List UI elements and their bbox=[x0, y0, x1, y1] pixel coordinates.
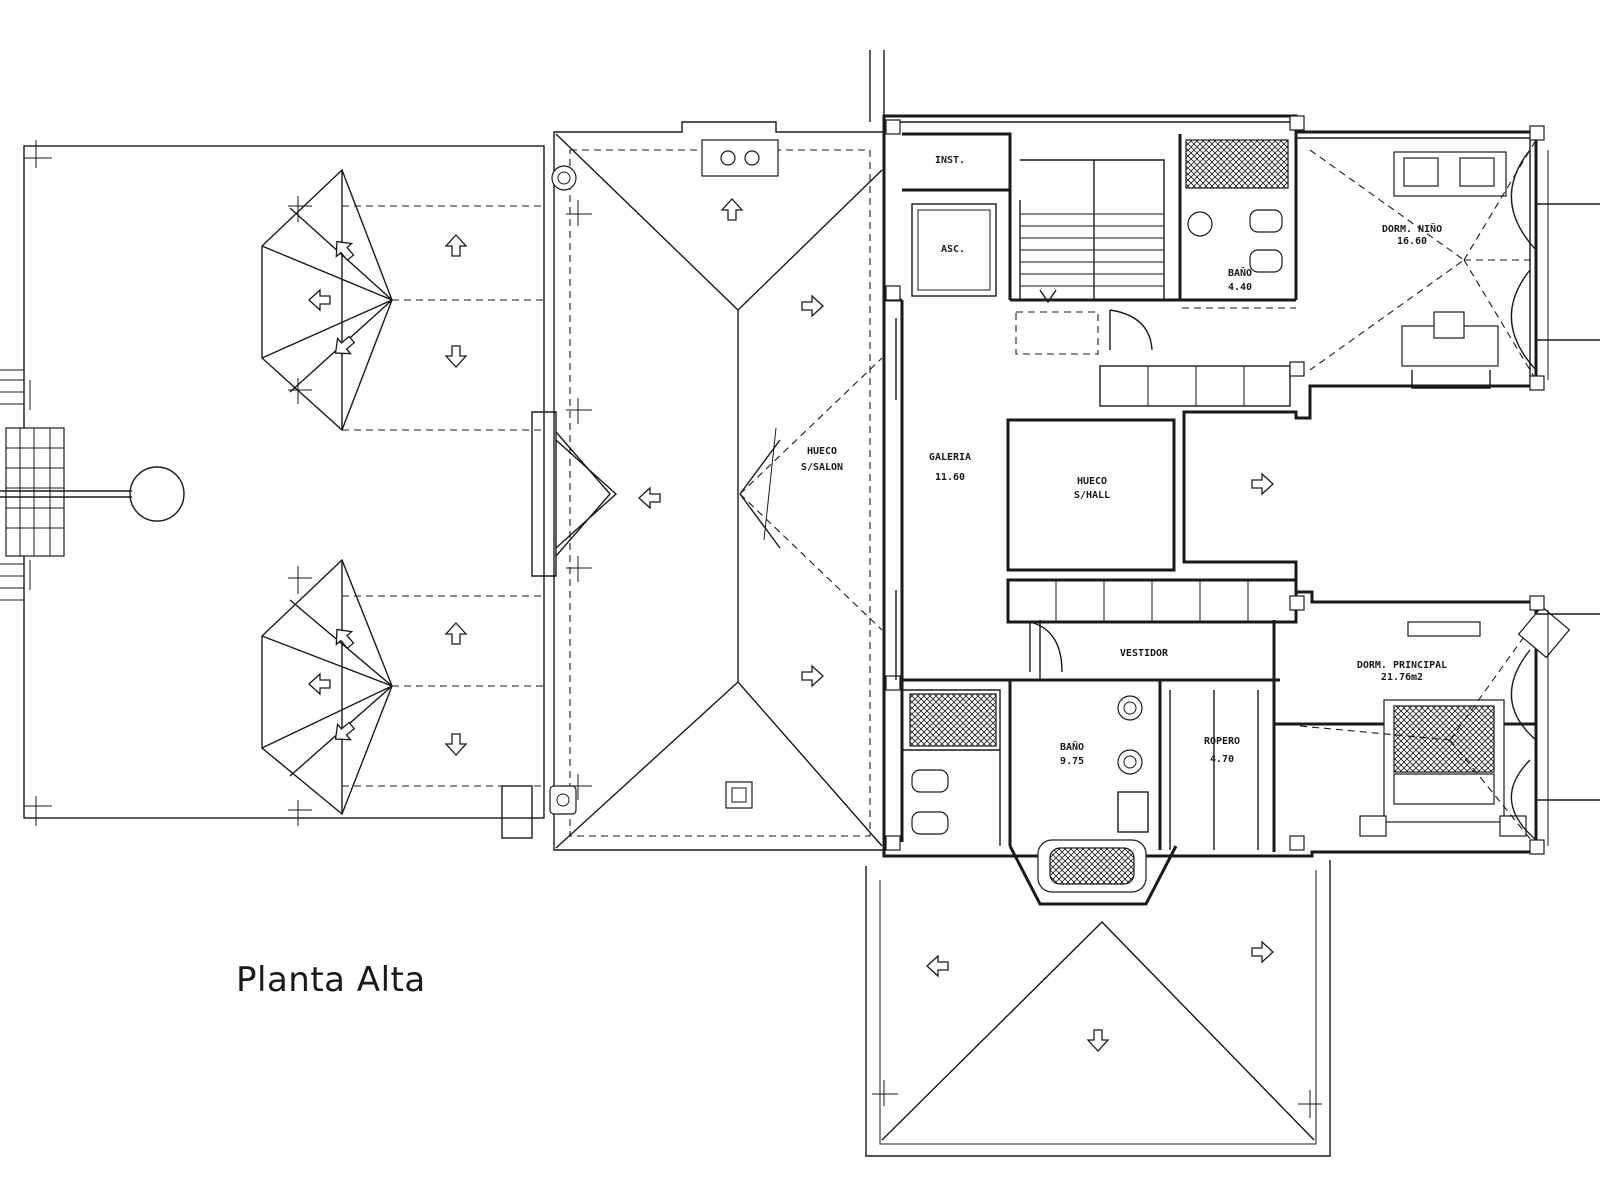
label-galeria-name: GALERIA bbox=[929, 452, 971, 463]
shower-tray bbox=[909, 693, 997, 747]
label-hueco-salon-1: HUECO bbox=[807, 446, 837, 457]
label-vestidor: VESTIDOR bbox=[1120, 648, 1169, 659]
chimney-icon bbox=[725, 781, 753, 809]
label-bano-small-area: 4.40 bbox=[1228, 282, 1252, 293]
room-labels: INST. ASC. BAÑO 4.40 DORM. NIÑO 16.60 HU… bbox=[801, 155, 1447, 767]
label-bano-large-area: 9.75 bbox=[1060, 756, 1084, 767]
label-dorm-nino-area: 16.60 bbox=[1397, 236, 1427, 247]
roof-slope-arrow-icon bbox=[308, 198, 1274, 1052]
plan-title: Planta Alta bbox=[236, 960, 426, 1000]
bench bbox=[0, 427, 132, 557]
bay-projection bbox=[531, 411, 618, 577]
elevator-shaft bbox=[911, 203, 997, 297]
label-dorm-nino-name: DORM. NIÑO bbox=[1382, 222, 1442, 235]
label-galeria-area: 11.60 bbox=[935, 472, 965, 483]
shower-tray bbox=[1185, 139, 1289, 189]
label-dorm-principal-name: DORM. PRINCIPAL bbox=[1357, 660, 1447, 671]
dormer-upper bbox=[261, 168, 544, 432]
label-hueco-hall-2: S/HALL bbox=[1074, 490, 1110, 501]
label-bano-small-name: BAÑO bbox=[1228, 266, 1252, 279]
label-bano-large-name: BAÑO bbox=[1060, 740, 1084, 753]
label-ropero-area: 4.70 bbox=[1210, 754, 1234, 765]
label-inst: INST. bbox=[935, 155, 965, 166]
label-hueco-hall-1: HUECO bbox=[1077, 476, 1107, 487]
house-walls bbox=[869, 50, 1600, 906]
round-table bbox=[129, 466, 185, 522]
central-roof bbox=[501, 121, 885, 851]
label-hueco-salon-2: S/SALON bbox=[801, 462, 843, 473]
column-icon bbox=[549, 785, 577, 815]
label-dorm-principal-area: 21.76m2 bbox=[1381, 672, 1423, 683]
column-icon bbox=[551, 165, 577, 191]
bottom-terrace bbox=[865, 860, 1331, 1157]
label-ropero-name: ROPERO bbox=[1204, 736, 1240, 747]
label-asc: ASC. bbox=[941, 244, 965, 255]
chimney-icon bbox=[701, 139, 779, 177]
